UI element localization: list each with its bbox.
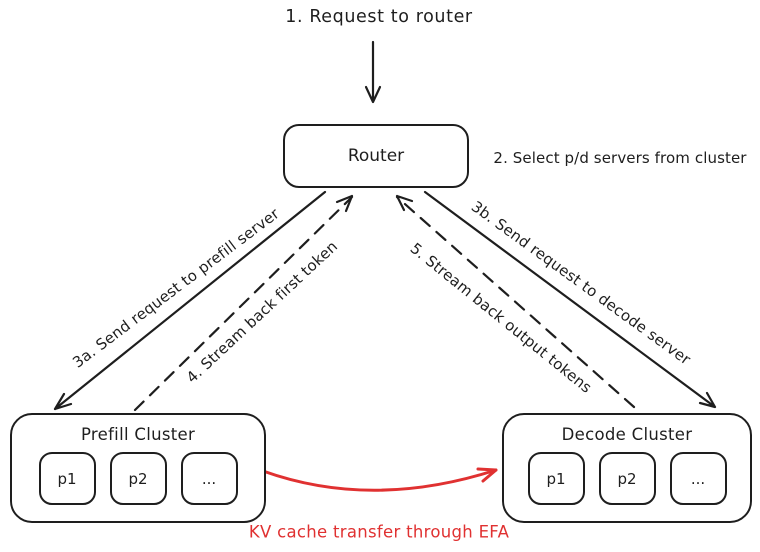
stream-first-token-arrowhead <box>335 194 354 213</box>
decode-server-p2: p2 <box>598 452 656 505</box>
stream-first-token-arrow <box>133 195 354 412</box>
request-to-router-arrow <box>364 40 382 104</box>
send-to-decode-arrow <box>423 190 717 409</box>
decode-cluster-node: Decode Cluster p1 p2 ... <box>502 413 752 523</box>
prefill-server-p2-label: p2 <box>128 469 148 488</box>
stream-output-tokens-arrow <box>395 195 636 409</box>
kv-cache-transfer-label: KV cache transfer through EFA <box>248 522 510 542</box>
prefill-cluster-title: Prefill Cluster <box>80 425 196 444</box>
prefill-server-p1-label: p1 <box>57 469 77 488</box>
prefill-cluster-node: Prefill Cluster p1 p2 ... <box>10 413 266 523</box>
router-label: Router <box>347 146 405 166</box>
decode-server-p1: p1 <box>527 452 585 505</box>
decode-server-row: p1 p2 ... <box>504 452 750 505</box>
prefill-server-more-label: ... <box>201 469 217 488</box>
step2-label: 2. Select p/d servers from cluster <box>493 149 747 167</box>
decode-server-more-label: ... <box>690 469 706 488</box>
decode-cluster-title: Decode Cluster <box>561 425 693 444</box>
decode-server-p2-label: p2 <box>617 469 637 488</box>
decode-server-more: ... <box>669 452 727 505</box>
prefill-server-p1: p1 <box>38 452 96 505</box>
kv-cache-transfer-arrow <box>261 467 498 492</box>
step1-label: 1. Request to router <box>285 7 473 27</box>
router-node: Router <box>283 124 469 188</box>
stream-output-tokens-arrowhead <box>395 194 414 212</box>
decode-server-p1-label: p1 <box>546 469 566 488</box>
send-to-prefill-arrow <box>53 190 327 411</box>
prefill-server-row: p1 p2 ... <box>12 452 264 505</box>
prefill-server-p2: p2 <box>109 452 167 505</box>
prefill-server-more: ... <box>180 452 238 505</box>
